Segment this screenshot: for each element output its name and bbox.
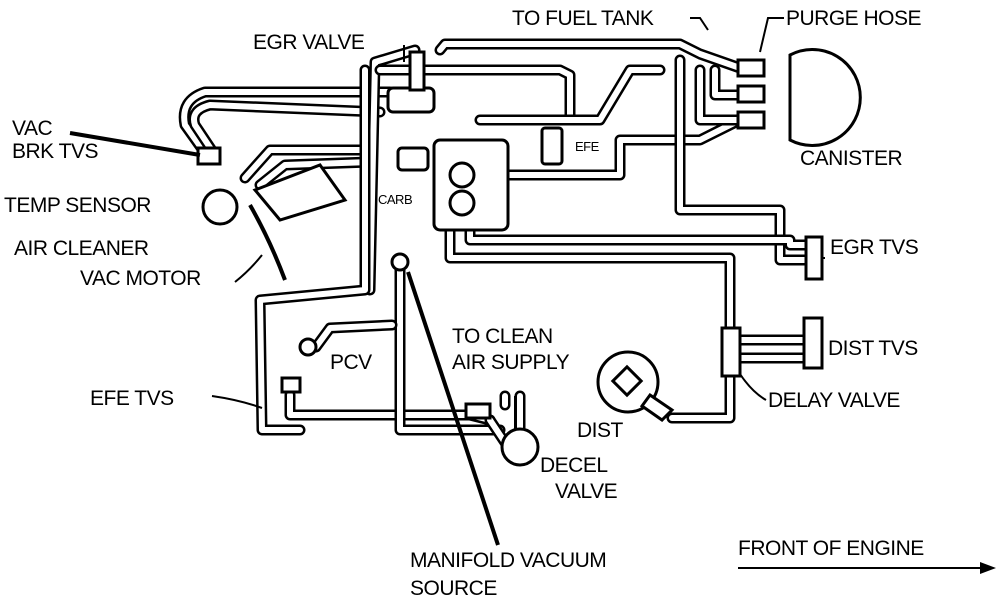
hose-9-bore (507, 117, 743, 178)
label-vac-motor: VAC MOTOR (80, 267, 201, 290)
label-front-of-engine: FRONT OF ENGINE (738, 537, 924, 560)
hose-4-bore (257, 159, 373, 188)
hose-12 (709, 64, 746, 101)
label-air-supply: AIR SUPPLY (452, 351, 570, 374)
leader-vac-motor (234, 254, 263, 283)
pcv-valve (298, 337, 318, 357)
hose-3-bore (242, 147, 368, 181)
leader-purge-hose (759, 17, 784, 53)
hose-18-bore (669, 357, 733, 421)
label-to-fuel-tank: TO FUEL TANK (512, 7, 654, 30)
canister-port-2 (736, 84, 766, 104)
hose-11-bore (697, 67, 755, 123)
hose-2-bore (191, 102, 383, 158)
label-air-cleaner: AIR CLEANER (14, 237, 149, 260)
carb-barrel-2 (448, 189, 476, 217)
canister (788, 48, 862, 147)
label-delay-valve: DELAY VALVE (768, 389, 900, 412)
label-egr-tvs: EGR TVS (830, 236, 919, 259)
carb-barrel-1 (448, 161, 476, 189)
label-carb: CARB (378, 192, 413, 207)
distributor-vacuum-advance (639, 392, 675, 422)
label-temp-sensor: TEMP SENSOR (4, 194, 151, 217)
label-to-clean: TO CLEAN (452, 325, 553, 348)
label-vac: VAC (12, 117, 53, 140)
leader-fuel-tank (690, 17, 709, 31)
hose-13-bore (677, 57, 813, 263)
hose-6-bore (437, 41, 743, 71)
label-dist: DIST (577, 419, 623, 442)
egr-tvs (804, 235, 824, 281)
hose-12-bore (712, 67, 743, 98)
decel-fitting (464, 402, 492, 420)
label-source: SOURCE (410, 577, 497, 600)
carb-fitting (396, 146, 430, 172)
label-canister: CANISTER (800, 147, 903, 170)
label-brk-tvs: BRK TVS (12, 140, 98, 163)
hose-10-bore (477, 67, 663, 123)
hose-7-bore (377, 67, 573, 123)
hose-19-bore (287, 392, 493, 423)
label-pcv: PCV (330, 351, 372, 374)
egr-valve (386, 86, 436, 114)
leader-vac-brk-tvs (69, 131, 201, 157)
hose-15-bore (467, 227, 813, 248)
canister-port-3 (736, 110, 766, 130)
hose-lines (178, 38, 816, 456)
label-egr-valve: EGR VALVE (253, 31, 365, 54)
distributor-center (610, 364, 644, 398)
label-dist-tvs: DIST TVS (828, 337, 918, 360)
label-manifold-vacuum: MANIFOLD VACUUM (410, 549, 607, 572)
hose-20-bore (397, 267, 503, 433)
label-efe-tvs: EFE TVS (90, 387, 174, 410)
vac-brk-tvs-fitting (196, 146, 222, 166)
label-valve: VALVE (555, 480, 618, 503)
decel-valve (500, 427, 540, 467)
leader-manifold-vacuum (406, 271, 500, 546)
delay-valve (720, 326, 742, 378)
hose-21-bore (313, 322, 395, 350)
hose-6 (434, 38, 746, 74)
label-decel: DECEL (540, 454, 608, 477)
vac-motor (252, 163, 348, 222)
efe-tvs (280, 376, 302, 394)
egr-valve-stem (408, 50, 426, 92)
hose-8-bore (257, 67, 368, 433)
hose-14-bore (447, 227, 733, 348)
canister-port-1 (736, 58, 766, 78)
label-efe: EFE (575, 139, 599, 154)
dist-tvs (802, 316, 824, 370)
front-arrow-head (980, 562, 996, 574)
manifold-vacuum-port (390, 252, 410, 272)
leader-delay-valve (739, 373, 767, 401)
hose-8 (254, 64, 371, 436)
hose-23-bore (502, 393, 523, 433)
temp-sensor (201, 188, 239, 226)
efe-valve (540, 126, 564, 166)
leader-efe-tvs (211, 395, 263, 409)
air-cleaner-hose (248, 204, 287, 281)
label-purge-hose: PURGE HOSE (786, 7, 922, 30)
hose-1-bore (181, 89, 403, 163)
